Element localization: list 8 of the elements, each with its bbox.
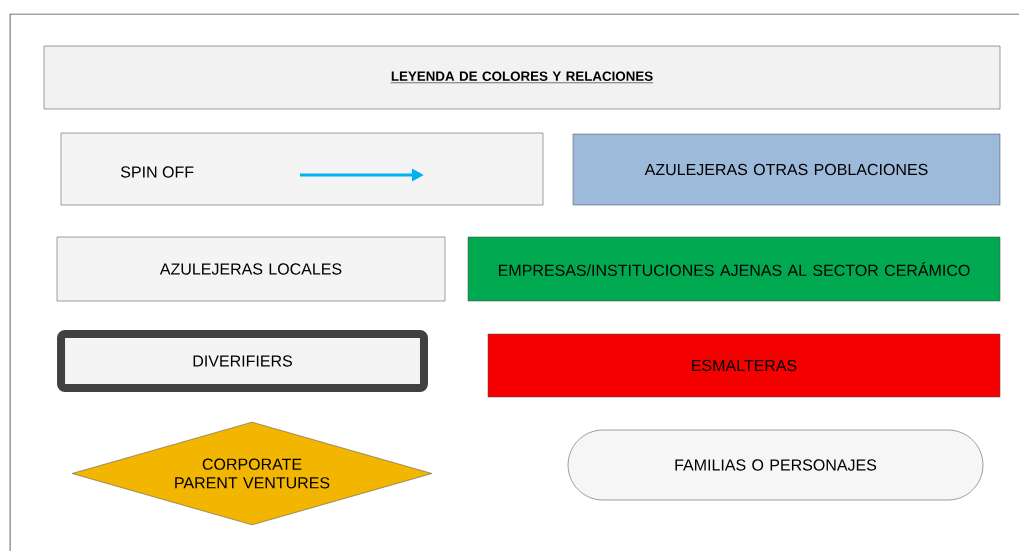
legend-box: SPIN OFF [60,132,544,206]
legend-box: AZULEJERAS LOCALES [56,236,446,302]
legend-pill: FAMILIAS O PERSONAJES [567,429,984,501]
legend-box: ESMALTERAS [487,333,1001,398]
title-box: LEYENDA DE COLORES Y RELACIONES [43,45,1001,110]
legend-box: EMPRESAS/INSTITUCIONES AJENAS AL SECTOR CERÁMICO [467,236,1001,302]
legend-box: AZULEJERAS OTRAS POBLACIONES [572,133,1001,206]
legend-box: DIVERIFIERS [57,330,428,392]
